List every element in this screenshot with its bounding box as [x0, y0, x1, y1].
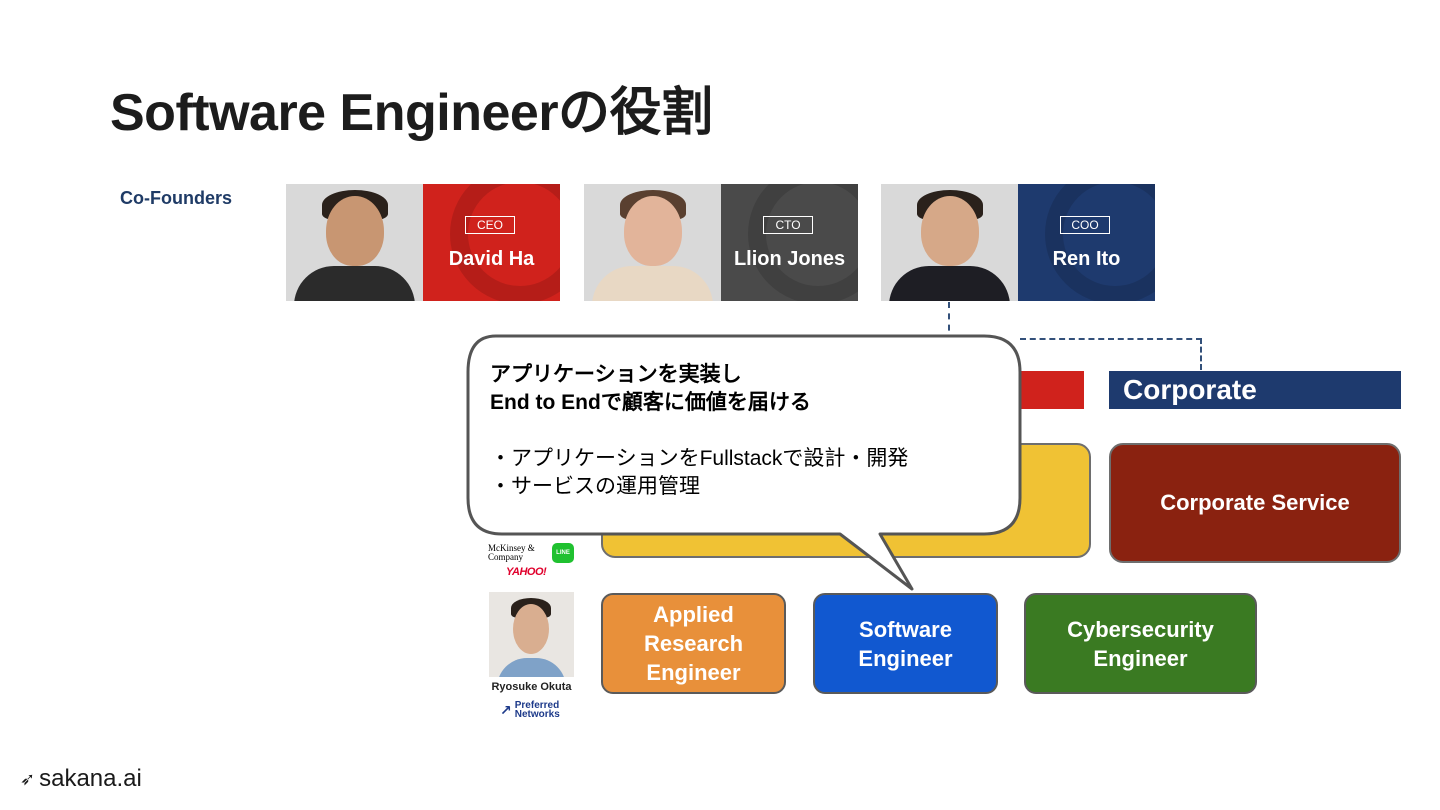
- brand-logo: ➶ sakana.ai: [20, 765, 142, 793]
- yahoo-logo: YAHOO!: [506, 566, 547, 578]
- org-connector: [948, 302, 950, 342]
- founder-info: CTO Llion Jones: [721, 184, 858, 301]
- founder-info: COO Ren Ito: [1018, 184, 1155, 301]
- division-header-bar: [1010, 371, 1084, 409]
- founder-name: Llion Jones: [733, 248, 846, 270]
- applied-research-engineer-box: Applied Research Engineer: [601, 593, 786, 694]
- founder-photo: [286, 184, 423, 301]
- fish-icon: ➶: [20, 768, 36, 789]
- pfn-mark-icon: ↗: [500, 701, 512, 718]
- founder-card-ceo: CEO David Ha: [286, 184, 560, 301]
- founder-info: CEO David Ha: [423, 184, 560, 301]
- cybersecurity-engineer-box: Cybersecurity Engineer: [1024, 593, 1257, 694]
- bubble-bullet: ・サービスの運用管理: [490, 475, 700, 498]
- advisor-photo: [489, 592, 574, 677]
- org-connector: [1020, 338, 1202, 340]
- speech-bubble: [466, 334, 1022, 591]
- founder-role-badge: COO: [1060, 216, 1110, 234]
- founder-role-badge: CTO: [763, 216, 813, 234]
- founder-card-coo: COO Ren Ito: [881, 184, 1155, 301]
- founder-role-badge: CEO: [465, 216, 515, 234]
- bubble-bullet: ・アプリケーションをFullstackで設計・開発: [490, 447, 909, 470]
- founder-name: Ren Ito: [1052, 248, 1121, 270]
- pfn-logo-text: Preferred Networks: [514, 700, 560, 720]
- founder-card-cto: CTO Llion Jones: [584, 184, 858, 301]
- bubble-text: アプリケーションを実装し End to Endで顧客に価値を届ける ・アプリケー…: [490, 361, 908, 501]
- cofounders-label: Co-Founders: [120, 188, 232, 208]
- brand-name: sakana.ai: [39, 765, 142, 792]
- bubble-headline: End to Endで顧客に価値を届ける: [490, 391, 811, 414]
- corporate-header: Corporate: [1109, 371, 1401, 409]
- corporate-service-box: Corporate Service: [1109, 443, 1401, 563]
- page-title: Software Engineerの役割: [110, 84, 713, 142]
- preferred-networks-logo: ↗ Preferred Networks: [500, 700, 575, 720]
- advisor-name: Ryosuke Okuta: [491, 681, 572, 693]
- org-connector: [1200, 338, 1202, 370]
- software-engineer-box: Software Engineer: [813, 593, 998, 694]
- founder-name: David Ha: [448, 248, 535, 270]
- bubble-headline: アプリケーションを実装し: [490, 363, 742, 386]
- mckinsey-logo: McKinsey & Company: [488, 543, 535, 562]
- founder-photo: [881, 184, 1018, 301]
- founder-photo: [584, 184, 721, 301]
- line-logo: LINE: [552, 543, 574, 563]
